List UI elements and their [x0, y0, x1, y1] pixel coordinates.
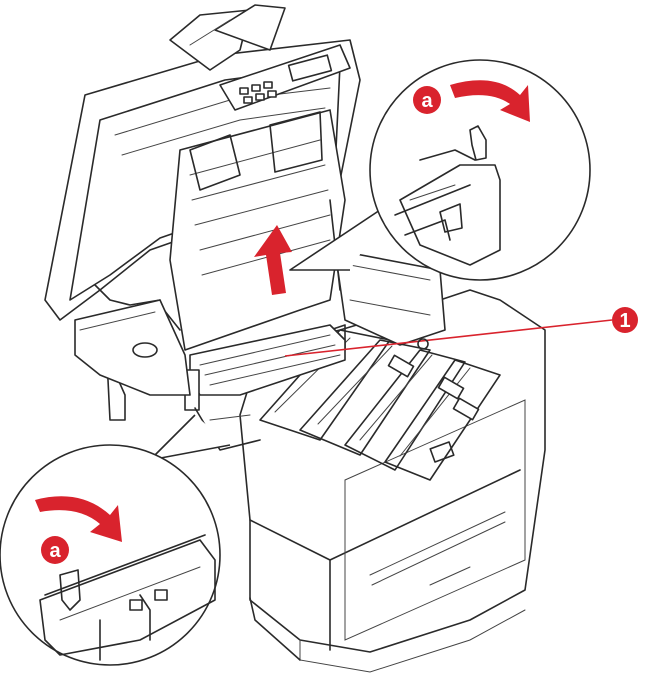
detail-inset-bottom: a [0, 414, 231, 666]
callout-a-top-label: a [421, 90, 433, 112]
callout-1: 1 [284, 307, 638, 357]
fuser-unit [184, 324, 346, 451]
callout-1-label: 1 [619, 310, 630, 332]
scanner-lid [44, 4, 361, 351]
callout-a-bottom-badge [41, 536, 69, 564]
detail-inset-top: a [289, 59, 591, 281]
inset-circle-top [369, 59, 591, 281]
inset-circle-bottom [0, 444, 221, 666]
printer-base [104, 289, 546, 673]
upper-deck [74, 249, 446, 396]
lift-arrow [254, 225, 292, 295]
callout-1-badge [612, 307, 638, 333]
keypad [239, 81, 277, 104]
callout-a-top-badge [413, 86, 441, 114]
callout-a-bottom-label: a [49, 540, 61, 562]
